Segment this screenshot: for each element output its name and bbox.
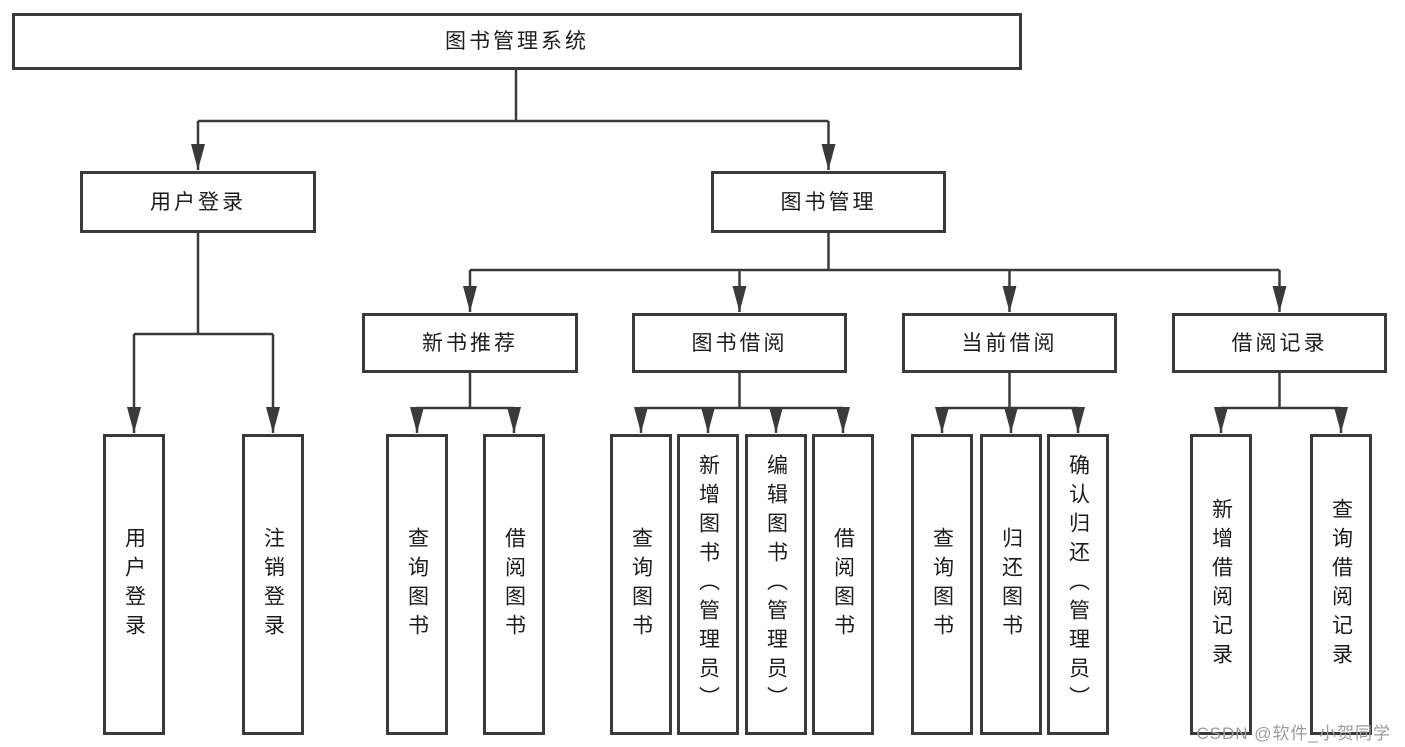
leaf-add-borrow-record: 新增借阅记录 (1190, 434, 1252, 735)
node-book-borrow: 图书借阅 (632, 313, 847, 373)
connector-current-borrow (935, 373, 1085, 433)
leaf-query-book-1: 查询图书 (386, 434, 448, 735)
leaf-query-borrow-record: 查询借阅记录 (1310, 434, 1372, 735)
csdn-watermark: CSDN @软件_小贺同学 (1196, 724, 1391, 743)
node-user-login: 用户登录 (80, 171, 316, 233)
leaf-query-book-2: 查询图书 (610, 434, 672, 735)
connector-book-borrow (634, 373, 850, 433)
connector-new-book-rec (410, 373, 521, 433)
connector-borrow-records (1214, 373, 1348, 433)
node-root-library-system: 图书管理系统 (12, 13, 1022, 70)
leaf-user-login: 用户登录 (103, 434, 165, 735)
leaf-borrow-book-1: 借阅图书 (483, 434, 545, 735)
leaf-query-book-3: 查询图书 (911, 434, 973, 735)
leaf-edit-book-admin: 编辑图书（管理员） (745, 434, 807, 735)
leaf-logout: 注销登录 (242, 434, 304, 735)
leaf-return-book: 归还图书 (980, 434, 1042, 735)
leaf-add-book-admin: 新增图书（管理员） (677, 434, 739, 735)
connector-user-login (127, 233, 280, 433)
node-new-book-recommend: 新书推荐 (362, 313, 578, 373)
node-book-management: 图书管理 (711, 171, 946, 233)
node-current-borrow: 当前借阅 (902, 313, 1117, 373)
leaf-confirm-return-admin: 确认归还（管理员） (1047, 434, 1109, 735)
connector-root (191, 70, 836, 170)
connector-book-management (463, 233, 1287, 312)
node-borrow-records: 借阅记录 (1172, 313, 1387, 373)
leaf-borrow-book-2: 借阅图书 (812, 434, 874, 735)
